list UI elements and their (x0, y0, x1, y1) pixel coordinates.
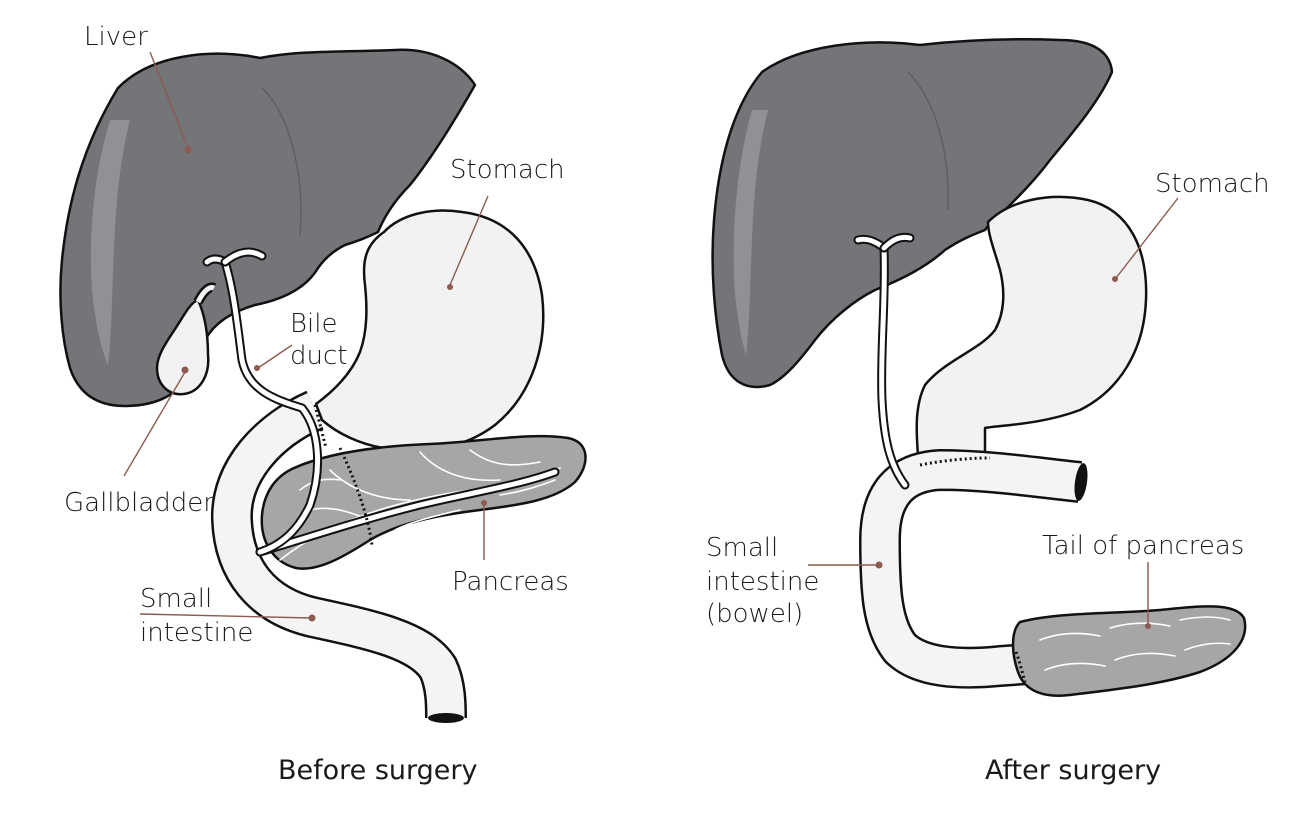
leaders-after (808, 197, 1179, 629)
label-small-intestine-before-line1: Small (140, 584, 212, 614)
label-liver: Liver (84, 22, 148, 52)
bile-duct-before (202, 247, 322, 557)
label-stomach-after: Stomach (1155, 169, 1270, 199)
caption-after-surgery: After surgery (985, 755, 1161, 786)
before-surgery-panel: Liver Stomach Bile duct Gallbladder Panc… (59, 22, 587, 786)
label-small-intestine-before-line2: intestine (140, 618, 253, 648)
label-tail-of-pancreas: Tail of pancreas (1042, 531, 1244, 561)
leaders-before (123, 51, 489, 622)
liver-after (711, 37, 1114, 389)
liver-before (59, 48, 477, 408)
label-bile-duct-line2: duct (290, 341, 347, 371)
gallbladder-before (155, 282, 217, 396)
label-bile-duct-line1: Bile (290, 309, 337, 339)
label-gallbladder: Gallbladder (64, 488, 214, 518)
label-small-intestine-after-line2: intestine (706, 567, 819, 597)
label-small-intestine-after-line3: (bowel) (706, 599, 803, 629)
label-pancreas: Pancreas (452, 567, 569, 597)
caption-before-surgery: Before surgery (278, 755, 478, 786)
bile-duct-after (853, 232, 915, 490)
label-small-intestine-after-line1: Small (706, 533, 778, 563)
tail-of-pancreas-after (1011, 605, 1247, 697)
stomach-after (915, 195, 1148, 472)
pancreatic-duct-before (255, 447, 560, 557)
label-stomach-before: Stomach (450, 155, 565, 185)
small-intestine-after (859, 449, 1088, 689)
after-surgery-panel: Stomach Small intestine (bowel) Tail of … (706, 37, 1270, 786)
stomach-before (314, 209, 545, 453)
small-intestine-before (211, 390, 467, 723)
